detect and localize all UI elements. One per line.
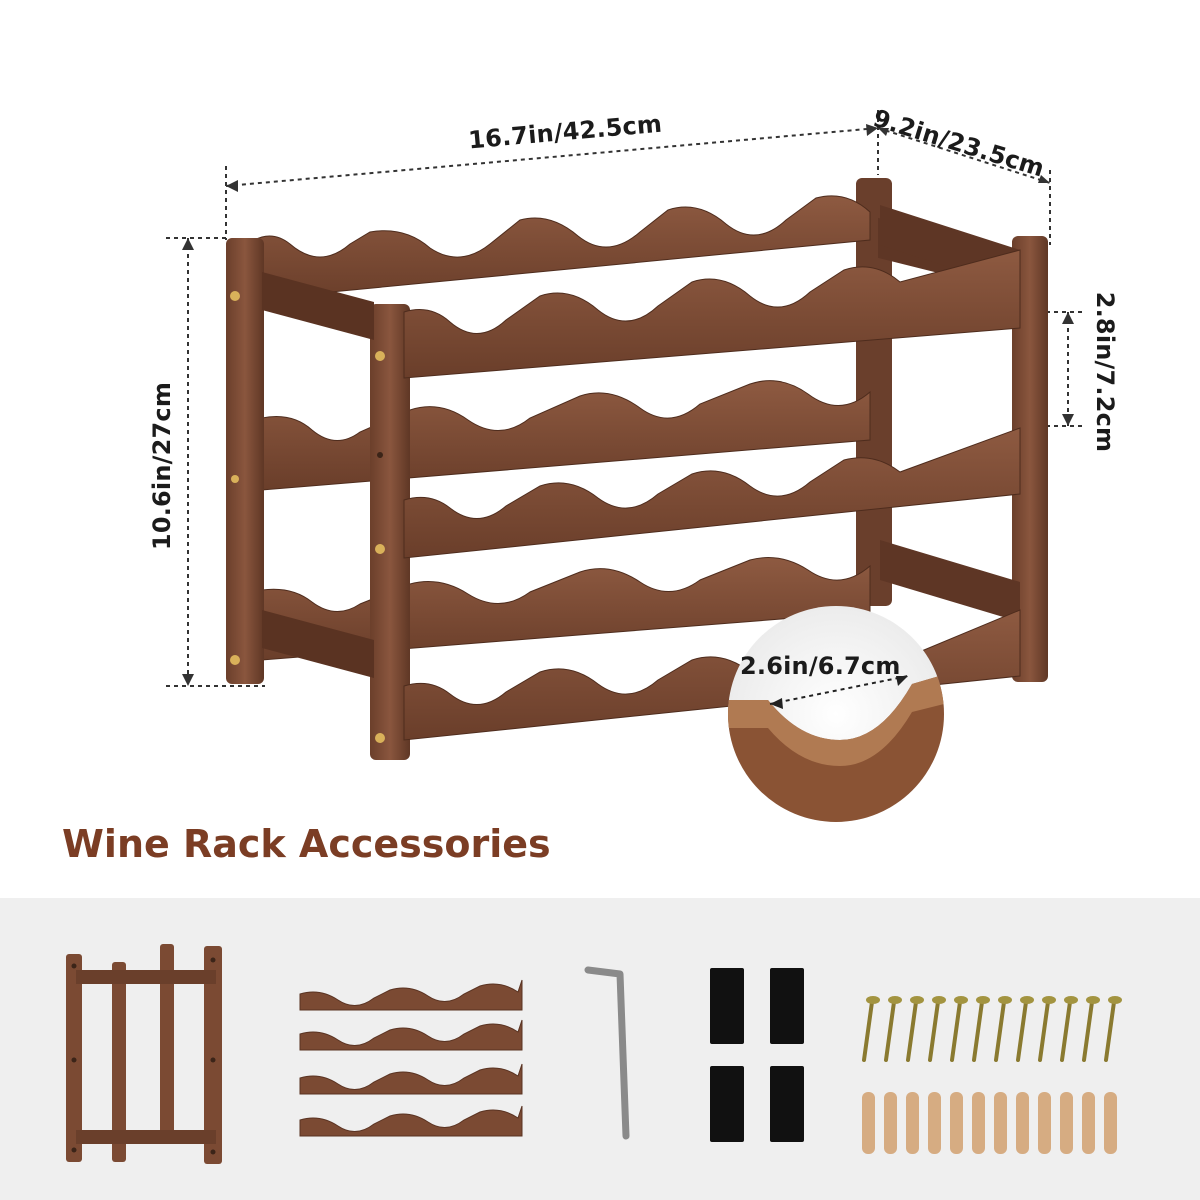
foot-pads-graphic (710, 968, 804, 1142)
accessory-graphics (66, 944, 1122, 1164)
screw-head (910, 996, 924, 1004)
screw-head (1020, 996, 1034, 1004)
accessories-title: Wine Rack Accessories (62, 822, 551, 866)
wooden-dowel (1038, 1092, 1051, 1154)
dimension-lines (166, 110, 1086, 687)
screw-head (1108, 996, 1122, 1004)
wooden-dowel (1104, 1092, 1117, 1154)
screw (928, 1000, 940, 1062)
wooden-dowel (950, 1092, 963, 1154)
hex-key-graphic (584, 966, 630, 1140)
screw-head (932, 996, 946, 1004)
height-dimension-label: 10.6in/27cm (148, 381, 176, 551)
wooden-dowel (928, 1092, 941, 1154)
tier-spacing-label: 2.8in/7.2cm (1091, 291, 1119, 453)
dowels-graphic (862, 1092, 1117, 1154)
screw-head (976, 996, 990, 1004)
screw (884, 1000, 896, 1062)
screw-head (888, 996, 902, 1004)
screw-head (954, 996, 968, 1004)
screw (1104, 1000, 1116, 1062)
screw-head (1086, 996, 1100, 1004)
wooden-dowel (884, 1092, 897, 1154)
screw-head (866, 996, 880, 1004)
screw (1038, 1000, 1050, 1062)
screw-head (1064, 996, 1078, 1004)
wooden-dowel (994, 1092, 1007, 1154)
wooden-dowel (1082, 1092, 1095, 1154)
screws-graphic (862, 996, 1122, 1062)
screw (1016, 1000, 1028, 1062)
side-frames-graphic (66, 944, 222, 1164)
wooden-dowel (862, 1092, 875, 1154)
bottle-rails-graphic (299, 979, 523, 1137)
screw (906, 1000, 918, 1062)
slot-width-label: 2.6in/6.7cm (740, 652, 901, 680)
wooden-dowel (1016, 1092, 1029, 1154)
screw (950, 1000, 962, 1062)
screw (994, 1000, 1006, 1062)
screw-head (998, 996, 1012, 1004)
screw (1060, 1000, 1072, 1062)
screw-head (1042, 996, 1056, 1004)
screw (862, 1000, 874, 1062)
slot-zoom-inset (728, 606, 944, 822)
wooden-dowel (906, 1092, 919, 1154)
screw (972, 1000, 984, 1062)
wine-rack (226, 178, 1048, 760)
wooden-dowel (972, 1092, 985, 1154)
screw (1082, 1000, 1094, 1062)
wooden-dowel (1060, 1092, 1073, 1154)
